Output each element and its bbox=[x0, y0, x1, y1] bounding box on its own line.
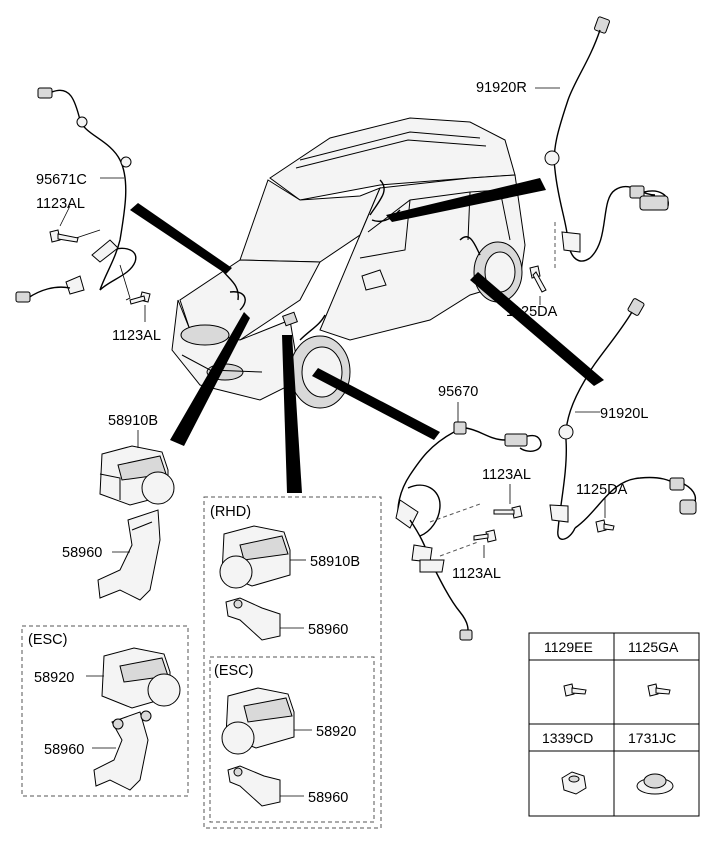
bracket-rhd bbox=[225, 597, 304, 641]
label-58910B-rhd: 58910B bbox=[310, 554, 360, 570]
grommet-icon bbox=[636, 773, 674, 795]
parts-table: 1129EE 1125GA 1339CD 1731JC bbox=[528, 632, 700, 817]
bolt-icon bbox=[563, 683, 587, 697]
label-rhd: (RHD) bbox=[210, 504, 251, 520]
label-esc-rhd: (ESC) bbox=[214, 663, 253, 679]
hecu-module-esc-left bbox=[86, 647, 181, 709]
table-cell-1125GA: 1125GA bbox=[628, 639, 679, 655]
vehicle-illustration bbox=[171, 117, 526, 409]
table-cell-1339CD: 1339CD bbox=[542, 730, 593, 746]
table-cell-1129EE: 1129EE bbox=[544, 639, 593, 655]
bolt-front-right-upper bbox=[493, 505, 523, 519]
label-1123AL-front-right-lower: 1123AL bbox=[452, 566, 501, 582]
table-cell-1731JC: 1731JC bbox=[628, 730, 676, 746]
bolt-front-left-lower bbox=[129, 291, 151, 305]
bracket-esc-rhd bbox=[227, 765, 304, 807]
rear-left-wheel-sensor bbox=[549, 298, 697, 540]
callout-labels: 91920R 95671C 1123AL 1123AL 1125DA 95670… bbox=[28, 80, 648, 806]
rear-right-wheel-sensor bbox=[535, 16, 669, 270]
bolt-front-left-upper bbox=[49, 229, 79, 243]
label-95670: 95670 bbox=[438, 384, 478, 400]
label-95671C: 95671C bbox=[36, 172, 87, 188]
label-58920-rhd: 58920 bbox=[316, 724, 356, 740]
label-1125DA-rear-left: 1125DA bbox=[576, 482, 628, 498]
hecu-module-main bbox=[99, 430, 175, 506]
bracket-main bbox=[97, 509, 161, 601]
rhd-esc-variant-box bbox=[209, 656, 375, 823]
label-58910B-main: 58910B bbox=[108, 413, 158, 429]
rhd-variant-box bbox=[203, 496, 382, 829]
label-58920-left: 58920 bbox=[34, 670, 74, 686]
label-1123AL-upper-left: 1123AL bbox=[36, 196, 85, 212]
hecu-module-rhd bbox=[219, 525, 306, 589]
bracket-esc-left bbox=[92, 710, 152, 791]
bolt-rear-right bbox=[529, 265, 547, 293]
bolt-front-right-lower bbox=[473, 529, 497, 543]
hecu-module-esc-rhd bbox=[221, 687, 312, 755]
label-58960-main: 58960 bbox=[62, 545, 102, 561]
nut-icon bbox=[561, 771, 587, 795]
label-91920L: 91920L bbox=[600, 406, 648, 422]
label-58960-esc-rhd: 58960 bbox=[308, 790, 348, 806]
front-right-wheel-sensor bbox=[395, 402, 542, 641]
front-left-wheel-sensor-harness bbox=[15, 87, 137, 303]
leader-beams bbox=[130, 178, 604, 493]
label-58960-rhd: 58960 bbox=[308, 622, 348, 638]
label-1125DA-rear-right: 1125DA bbox=[506, 304, 558, 320]
label-91920R: 91920R bbox=[476, 80, 527, 96]
label-1123AL-front-right-upper: 1123AL bbox=[482, 467, 531, 483]
label-esc-left: (ESC) bbox=[28, 632, 67, 648]
bolt-icon bbox=[647, 683, 671, 697]
label-58960-esc-left: 58960 bbox=[44, 742, 84, 758]
label-1123AL-lower-left: 1123AL bbox=[112, 328, 161, 344]
bolt-rear-left bbox=[595, 519, 615, 533]
